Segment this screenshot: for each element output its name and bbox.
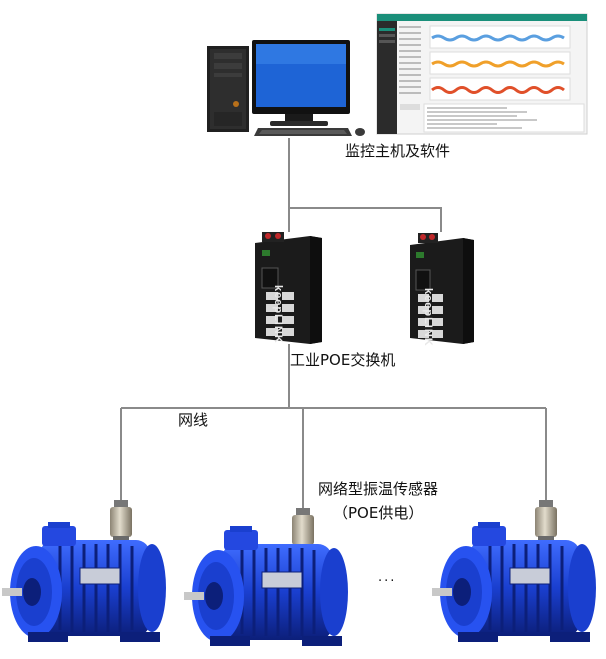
motor-1	[0, 520, 168, 644]
sensor-label: 网络型振温传感器	[318, 480, 439, 498]
host-label: 监控主机及软件	[345, 142, 451, 160]
sensor-3	[535, 500, 557, 541]
pc-mouse	[355, 128, 365, 136]
pc-monitor	[252, 40, 350, 126]
sensor-power-label: （POE供电）	[333, 504, 424, 522]
more-motors-ellipsis: ···	[378, 574, 397, 589]
pc-keyboard	[254, 128, 352, 136]
cable-label: 网线	[178, 411, 209, 429]
switch-label: 工业POE交换机	[290, 351, 396, 369]
pc-tower	[207, 46, 249, 132]
sensor-1	[110, 500, 132, 541]
motor-3	[430, 520, 598, 644]
motor-2	[182, 524, 350, 648]
